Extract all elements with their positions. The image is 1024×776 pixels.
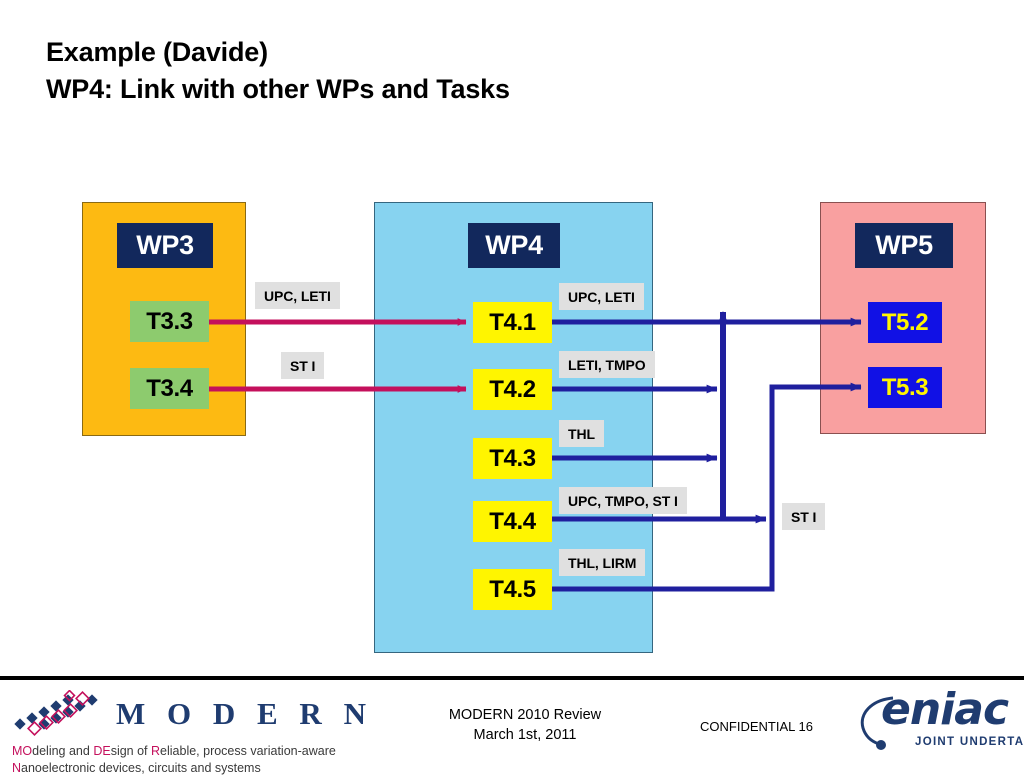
task-node-t33[interactable]: T3.3 — [130, 301, 209, 342]
modern-logo: M O D E R N MOdeling and DEsign of Relia… — [8, 688, 338, 764]
edge-label-t45-out: THL, LIRM — [559, 549, 645, 576]
footer-date: March 1st, 2011 — [412, 726, 638, 746]
eniac-subtitle: JOINT UNDERTAKING — [915, 736, 1024, 748]
modern-wordmark: M O D E R N — [116, 696, 373, 732]
task-node-t45[interactable]: T4.5 — [473, 569, 552, 610]
modern-tagline: MOdeling and DEsign of Reliable, process… — [12, 743, 336, 776]
task-node-t42[interactable]: T4.2 — [473, 369, 552, 410]
task-node-t44[interactable]: T4.4 — [473, 501, 552, 542]
confidential-and-page-number: CONFIDENTIAL 16 — [700, 719, 813, 734]
footer-event: MODERN 2010 Review — [412, 706, 638, 726]
wp4-header: WP4 — [468, 223, 560, 268]
edge-label-t44-out: UPC, TMPO, ST I — [559, 487, 687, 514]
edge-label-st-i-standalone: ST I — [782, 503, 825, 530]
wp5-header: WP5 — [855, 223, 953, 268]
edge-label-t43-out: THL — [559, 420, 604, 447]
task-node-t41[interactable]: T4.1 — [473, 302, 552, 343]
eniac-logo: eniac JOINT UNDERTAKING — [855, 690, 1015, 756]
edge-label-t34-t42: ST I — [281, 352, 324, 379]
slide-footer: M O D E R N MOdeling and DEsign of Relia… — [0, 680, 1024, 768]
eniac-wordmark: eniac — [881, 688, 1008, 732]
edge-label-t42-out: LETI, TMPO — [559, 351, 655, 378]
task-node-t53[interactable]: T5.3 — [868, 367, 942, 408]
edge-label-t33-t41: UPC, LETI — [255, 282, 340, 309]
wp-link-diagram: WP3 WP4 WP5 T3.3 T3.4 T4.1 T4.2 T4.3 T4.… — [0, 0, 1024, 680]
edge-label-t41-out: UPC, LETI — [559, 283, 644, 310]
footer-center-text: MODERN 2010 Review March 1st, 2011 — [412, 706, 638, 745]
modern-diamond-mark-icon — [14, 690, 110, 740]
modern-tagline-line-1: MOdeling and DEsign of Reliable, process… — [12, 743, 336, 760]
task-node-t43[interactable]: T4.3 — [473, 438, 552, 479]
task-node-t52[interactable]: T5.2 — [868, 302, 942, 343]
task-node-t34[interactable]: T3.4 — [130, 368, 209, 409]
wp3-header: WP3 — [117, 223, 213, 268]
